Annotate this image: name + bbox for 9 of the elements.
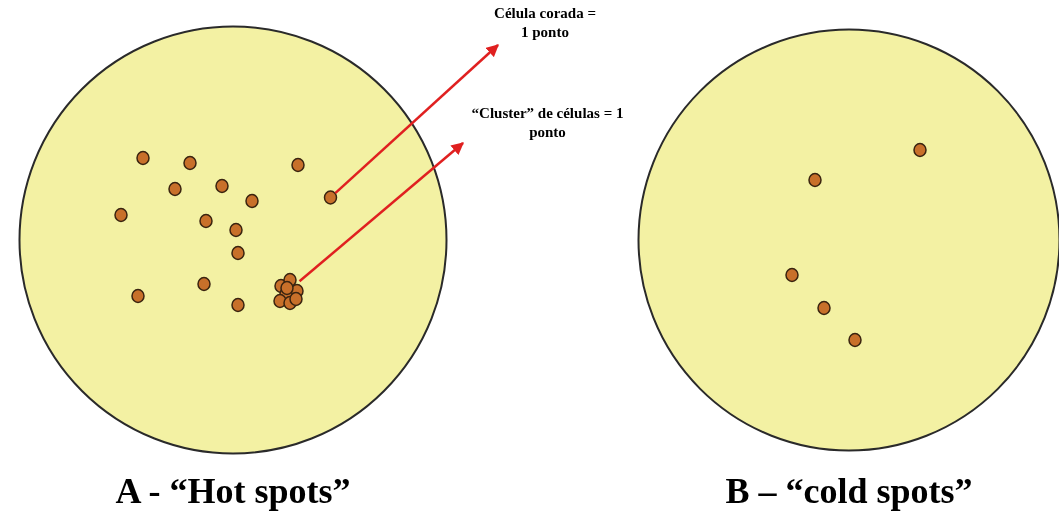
arrow xyxy=(334,44,499,195)
arrow xyxy=(298,142,464,283)
figure-caption: B – “cold spots” xyxy=(724,470,974,512)
figure-caption: A - “Hot spots” xyxy=(114,470,352,512)
callout-text: Célula corada = 1 ponto xyxy=(490,4,600,44)
cell-cluster xyxy=(273,271,303,311)
field-circle xyxy=(18,25,448,455)
cell-dot xyxy=(324,191,337,204)
callout-text: “Cluster” de células = 1 ponto xyxy=(455,104,640,142)
